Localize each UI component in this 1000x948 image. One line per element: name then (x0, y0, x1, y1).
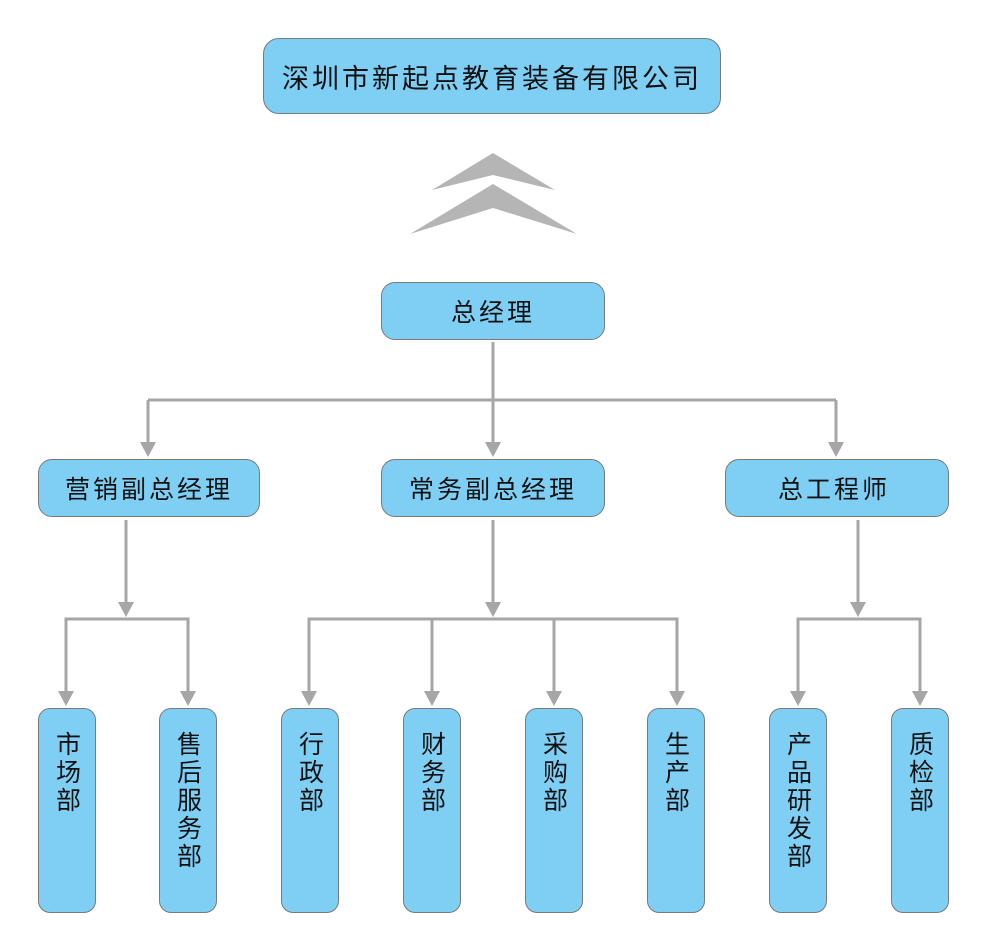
department-name: 质检部 (905, 731, 935, 815)
department-box[interactable]: 产品研发部 (769, 708, 827, 913)
department-name: 生产部 (661, 731, 691, 815)
department-box[interactable]: 财务部 (403, 708, 461, 913)
connector-marketing-bus (64, 617, 190, 696)
arrow-down-icon (669, 691, 685, 706)
general-manager-box[interactable]: 总经理 (381, 282, 605, 340)
arrow-down-icon (485, 442, 501, 457)
arrow-down-icon (828, 442, 844, 457)
company-name: 深圳市新起点教育装备有限公司 (282, 63, 702, 95)
department-name: 行政部 (295, 731, 325, 815)
general-manager-title: 总经理 (450, 298, 535, 327)
department-box[interactable]: 市场部 (38, 708, 96, 913)
connector-engineering-bus (796, 617, 922, 696)
arrow-down-icon (485, 602, 501, 617)
chevron-up-icon-upper (432, 153, 555, 190)
deputy-title: 总工程师 (777, 475, 890, 504)
department-name: 采购部 (539, 731, 569, 815)
company-box[interactable]: 深圳市新起点教育装备有限公司 (263, 38, 721, 114)
arrow-down-icon (424, 691, 440, 706)
department-name: 市场部 (52, 731, 82, 815)
connector-operations-bus (307, 617, 679, 696)
department-name: 产品研发部 (783, 731, 813, 871)
arrow-down-icon (790, 691, 806, 706)
deputy-box-marketing[interactable]: 营销副总经理 (38, 459, 260, 517)
arrow-down-icon (180, 691, 196, 706)
arrow-down-icon (912, 691, 928, 706)
deputy-title: 常务副总经理 (408, 475, 577, 504)
department-box[interactable]: 生产部 (647, 708, 705, 913)
arrow-down-icon (546, 691, 562, 706)
department-box[interactable]: 行政部 (281, 708, 339, 913)
department-name: 财务部 (417, 731, 447, 815)
department-name: 售后服务部 (173, 731, 203, 871)
deputy-box-engineering[interactable]: 总工程师 (725, 459, 949, 517)
department-box[interactable]: 质检部 (891, 708, 949, 913)
deputy-title: 营销副总经理 (64, 475, 233, 504)
chevron-up-icon-lower (410, 184, 577, 234)
deputy-box-operations[interactable]: 常务副总经理 (381, 459, 605, 517)
arrow-down-icon (118, 602, 134, 617)
arrow-down-icon (301, 691, 317, 706)
arrow-down-icon (140, 442, 156, 457)
arrow-down-icon (58, 691, 74, 706)
department-box[interactable]: 采购部 (525, 708, 583, 913)
arrow-down-icon (850, 602, 866, 617)
department-box[interactable]: 售后服务部 (159, 708, 217, 913)
